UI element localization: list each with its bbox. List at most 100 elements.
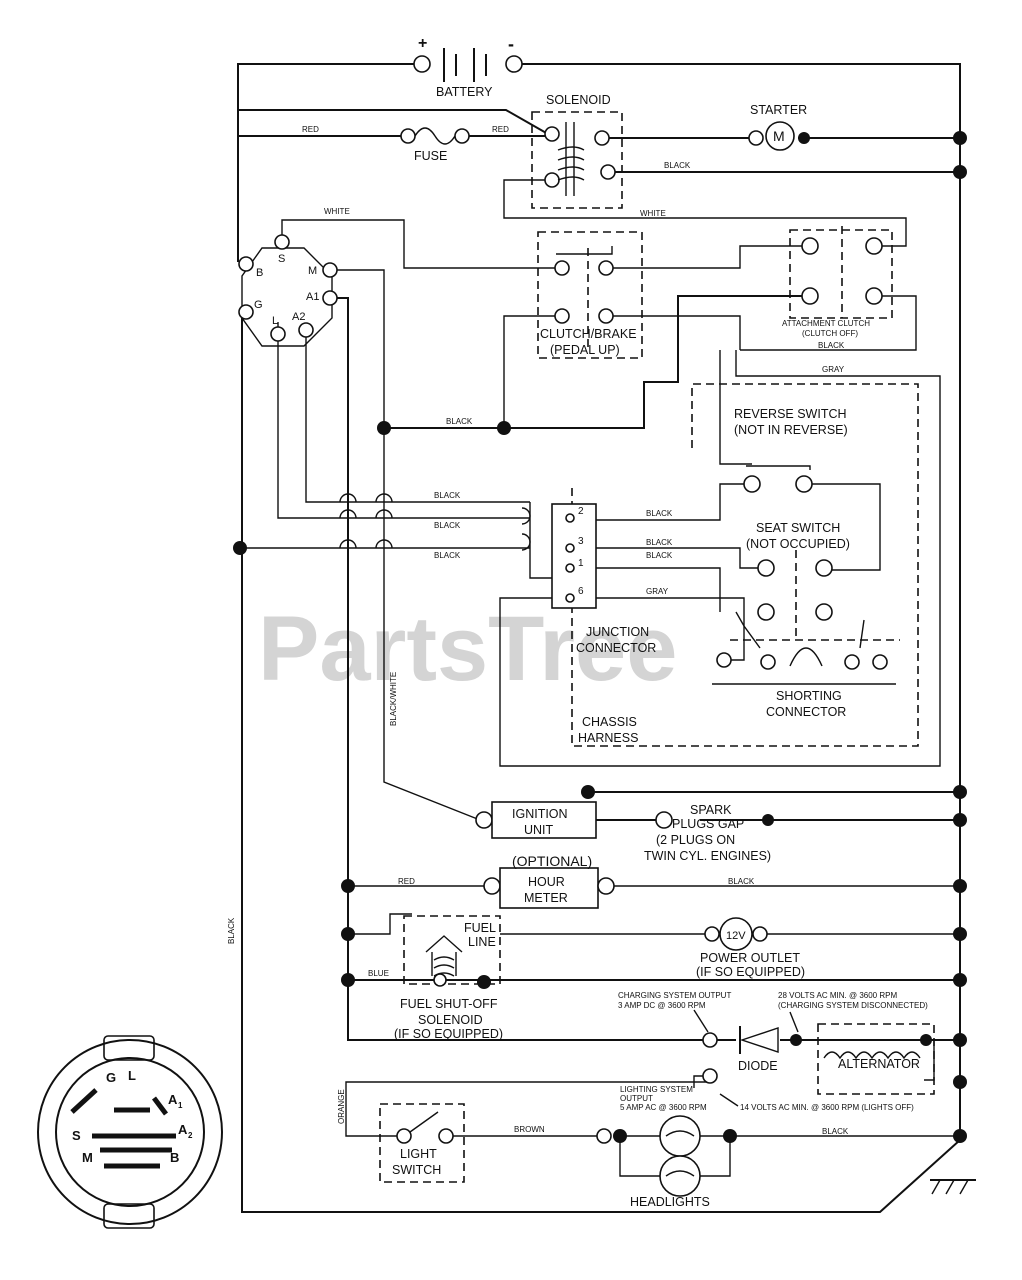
watermark: PartsTree (258, 598, 677, 700)
key-switch-face: G L A 1 S A 2 M B (37, 1035, 223, 1229)
charge-out-1: CHARGING SYSTEM OUTPUT (618, 991, 731, 1000)
ignition-label-1: IGNITION (512, 807, 568, 821)
terminal-A1: A1 (306, 291, 319, 303)
solenoid: SOLENOID (544, 93, 616, 196)
wire-hops (339, 493, 531, 551)
terminal-S: S (278, 253, 285, 265)
headlights-label: HEADLIGHTS (630, 1195, 710, 1209)
clutch-label-2: (PEDAL UP) (550, 343, 620, 357)
spark-label-2: PLUGS GAP (672, 817, 744, 831)
reverse-switch: REVERSE SWITCH (NOT IN REVERSE) (734, 407, 848, 493)
charging-system: CHARGING SYSTEM OUTPUT 3 AMP DC @ 3600 R… (618, 991, 932, 1112)
fuel-sol-label-3: (IF SO EQUIPPED) (394, 1027, 503, 1041)
hour-meter: (OPTIONAL) HOUR METER (483, 853, 615, 909)
key-A2-sub: 2 (188, 1131, 193, 1140)
fuel-sol-label-2: SOLENOID (418, 1013, 483, 1027)
power-outlet: 12V POWER OUTLET (IF SO EQUIPPED) (696, 917, 805, 979)
shorting-label-2: CONNECTOR (766, 705, 846, 719)
pin-6: 6 (578, 586, 584, 597)
starter-symbol: M (773, 128, 785, 144)
fuel-line-2: LINE (468, 935, 496, 949)
wire-white-1: WHITE (324, 207, 350, 216)
wire-black-j2: BLACK (434, 521, 461, 530)
wire-black-solenoid: BLACK (664, 161, 691, 170)
outlet-label-2: (IF SO EQUIPPED) (696, 965, 805, 979)
fuel-sol-label-1: FUEL SHUT-OFF (400, 997, 498, 1011)
battery-plus: + (418, 35, 427, 52)
wire-red-2: RED (492, 125, 509, 134)
solenoid-label: SOLENOID (546, 93, 611, 107)
fuse-label: FUSE (414, 149, 447, 163)
spark-label-4: TWIN CYL. ENGINES) (644, 849, 771, 863)
spark-label-3: (2 PLUGS ON (656, 833, 735, 847)
wire-brown: BROWN (514, 1125, 545, 1134)
wire-red-hour: RED (398, 877, 415, 886)
wire-gray-j: GRAY (646, 587, 669, 596)
pin-1: 1 (578, 558, 584, 569)
pin-2: 2 (578, 506, 584, 517)
headlights: HEADLIGHTS (596, 1115, 737, 1209)
hour-optional: (OPTIONAL) (512, 853, 592, 869)
fuel-shutoff-solenoid: FUEL LINE FUEL SHUT-OFF SOLENOID (IF SO … (394, 921, 503, 1041)
charge-volts-2: (CHARGING SYSTEM DISCONNECTED) (778, 1001, 928, 1010)
wire-red-1: RED (302, 125, 319, 134)
spark-label-1: SPARK (690, 803, 732, 817)
light-switch-1: LIGHT (400, 1147, 437, 1161)
dashed-enclosures (379, 111, 935, 1183)
wire-network (237, 63, 961, 1213)
key-B: B (170, 1150, 179, 1165)
chassis-label-2: HARNESS (578, 731, 638, 745)
hour-label-2: METER (524, 891, 568, 905)
key-G: G (106, 1070, 116, 1085)
wire-blue: BLUE (368, 969, 389, 978)
wire-black-j5: BLACK (646, 538, 673, 547)
light-out-2: OUTPUT (620, 1094, 653, 1103)
seat-label-2: (NOT OCCUPIED) (746, 537, 850, 551)
wire-black-j6: BLACK (646, 551, 673, 560)
wire-black-head: BLACK (822, 1127, 849, 1136)
wire-black-main: BLACK (446, 417, 473, 426)
key-L: L (128, 1068, 136, 1083)
junction-label-1: JUNCTION (586, 625, 649, 639)
reverse-label-2: (NOT IN REVERSE) (734, 423, 848, 437)
key-A1-sub: 1 (178, 1101, 183, 1110)
reverse-label-1: REVERSE SWITCH (734, 407, 847, 421)
battery-label: BATTERY (436, 85, 493, 99)
pin-3: 3 (578, 536, 584, 547)
ignition-switch: B S M A1 G L A2 (238, 234, 338, 347)
attachment-label-1: ATTACHMENT CLUTCH (782, 319, 870, 328)
key-M: M (82, 1150, 93, 1165)
battery-minus: - (508, 34, 514, 54)
ignition-unit: IGNITION UNIT SPARK PLUGS GAP (2 PLUGS O… (475, 801, 774, 863)
junction-connector: 2 3 1 6 JUNCTION CONNECTOR CHASSIS HARNE… (551, 503, 656, 745)
hour-label-1: HOUR (528, 875, 565, 889)
light-switch: LIGHT SWITCH (392, 1111, 454, 1177)
terminal-M: M (308, 265, 317, 277)
ignition-label-2: UNIT (524, 823, 554, 837)
wire-black-left: BLACK (227, 917, 236, 944)
diode-label: DIODE (738, 1059, 778, 1073)
wire-gray-top: GRAY (822, 365, 845, 374)
wire-white-2: WHITE (640, 209, 666, 218)
light-switch-2: SWITCH (392, 1163, 441, 1177)
wire-black-hour: BLACK (728, 877, 755, 886)
terminal-B: B (256, 267, 263, 279)
attachment-label-2: (CLUTCH OFF) (802, 329, 858, 338)
light-out-1: LIGHTING SYSTEM (620, 1085, 693, 1094)
wire-black-j1: BLACK (434, 491, 461, 500)
starter-label: STARTER (750, 103, 807, 117)
seat-switch: SEAT SWITCH (NOT OCCUPIED) (746, 521, 850, 640)
clutch-label-1: CLUTCH/BRAKE (540, 327, 637, 341)
battery: + - BATTERY (413, 34, 523, 99)
clutch-brake-switch: CLUTCH/BRAKE (PEDAL UP) (540, 246, 637, 357)
key-A1: A (168, 1092, 178, 1107)
fuse: FUSE (400, 127, 470, 163)
shorting-label-1: SHORTING (776, 689, 842, 703)
key-S: S (72, 1128, 81, 1143)
wire-black-j3: BLACK (434, 551, 461, 560)
light-out-3: 5 AMP AC @ 3600 RPM (620, 1103, 707, 1112)
seat-label-1: SEAT SWITCH (756, 521, 840, 535)
junction-nodes (233, 131, 967, 1143)
light-volts: 14 VOLTS AC MIN. @ 3600 RPM (LIGHTS OFF) (740, 1103, 914, 1112)
